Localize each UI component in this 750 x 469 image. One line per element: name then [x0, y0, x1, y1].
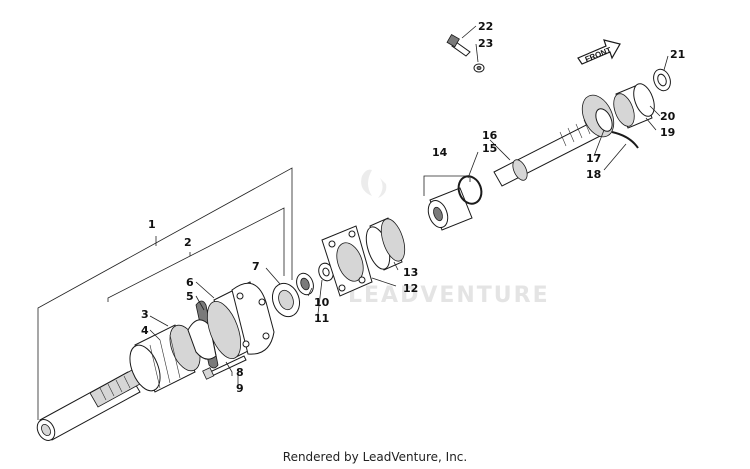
callout-10: 10 — [314, 296, 330, 309]
bearing[interactable] — [294, 271, 317, 297]
callout-20: 20 — [660, 110, 676, 123]
retaining-ring[interactable] — [651, 67, 674, 93]
callout-3: 3 — [141, 308, 149, 321]
callout-13: 13 — [403, 266, 418, 279]
callout-15: 15 — [482, 142, 497, 155]
callout-2: 2 — [184, 236, 192, 249]
front-arrow: FRONT — [577, 39, 621, 65]
callout-9: 9 — [236, 382, 244, 395]
snap-ring[interactable] — [455, 173, 485, 207]
carrier-bearing[interactable] — [610, 81, 659, 129]
pinion-bearing[interactable] — [425, 187, 473, 231]
callout-5: 5 — [186, 290, 194, 303]
hub-flange[interactable] — [201, 281, 275, 363]
callout-1: 1 — [148, 218, 156, 231]
leader-lines — [37, 25, 669, 420]
watermark: LEADVENTURE — [348, 169, 550, 308]
ring-gear[interactable] — [576, 90, 639, 149]
watermark-flame-icon — [361, 169, 387, 198]
callout-19: 19 — [660, 126, 675, 139]
callout-8: 8 — [236, 366, 244, 379]
callout-12: 12 — [403, 282, 418, 295]
watermark-text: LEADVENTURE — [348, 283, 550, 308]
callouts: 1 2 3 4 5 6 7 8 9 10 11 12 13 14 15 16 1… — [141, 20, 685, 395]
bearing-housing[interactable] — [321, 225, 373, 297]
roller-bearing[interactable] — [362, 216, 410, 272]
callout-22: 22 — [478, 20, 493, 33]
callout-17: 17 — [586, 152, 601, 165]
callout-16: 16 — [482, 129, 498, 142]
callout-14: 14 — [432, 146, 448, 159]
oil-seal[interactable] — [268, 280, 304, 321]
callout-7: 7 — [252, 260, 260, 273]
callout-21: 21 — [670, 48, 685, 61]
front-arrow-label: FRONT — [584, 45, 613, 64]
callout-6: 6 — [186, 276, 194, 289]
axle-shaft[interactable] — [34, 369, 141, 443]
footer-credit: Rendered by LeadVenture, Inc. — [282, 450, 468, 464]
drain-bolt[interactable] — [446, 33, 485, 73]
callout-11: 11 — [314, 312, 329, 325]
callout-4: 4 — [141, 324, 149, 337]
callout-23: 23 — [478, 37, 493, 50]
callout-18: 18 — [586, 168, 601, 181]
